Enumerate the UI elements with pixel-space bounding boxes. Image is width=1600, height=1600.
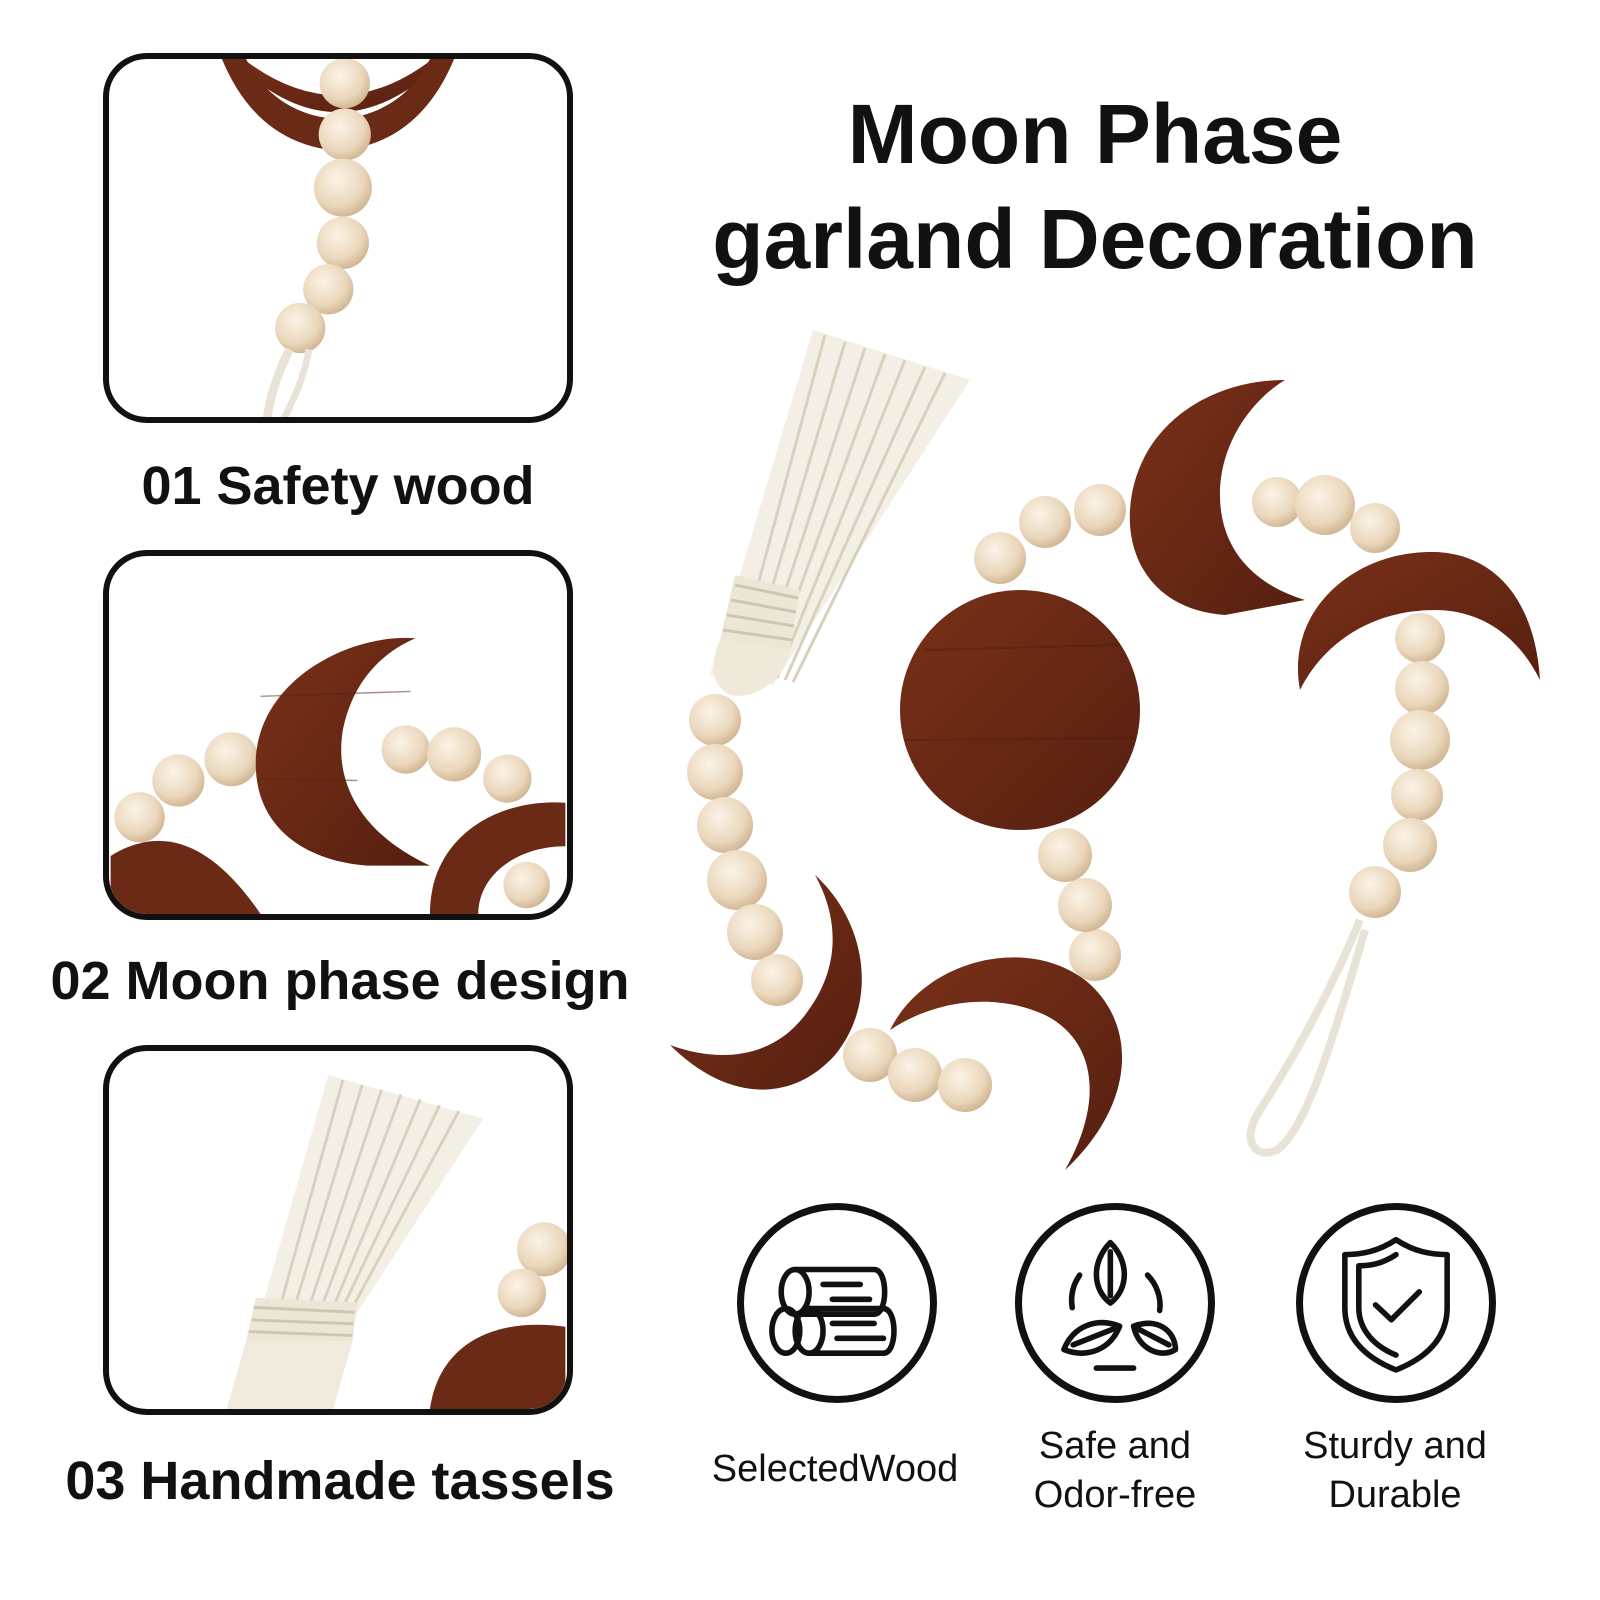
feature-label-durable: Sturdy and Durable bbox=[1270, 1422, 1520, 1521]
panel-caption-tassels: 03 Handmade tassels bbox=[65, 1451, 615, 1511]
panel-caption-moon-phase: 02 Moon phase design bbox=[50, 951, 630, 1011]
garland-product-image bbox=[665, 320, 1565, 1190]
moon-phase-closeup-image bbox=[110, 637, 566, 914]
safety-wood-closeup-image bbox=[221, 59, 455, 417]
feature-label-wood-line1: SelectedWood bbox=[711, 1448, 959, 1490]
feature-circle-durable bbox=[1296, 1203, 1496, 1403]
detail-panel-safety-wood bbox=[103, 53, 573, 423]
feature-label-safe-line2: Odor-free bbox=[1033, 1474, 1197, 1517]
detail-panel-moon-phase bbox=[103, 550, 573, 920]
shield-check-icon bbox=[1342, 1236, 1450, 1373]
feature-label-safe-line1: Safe and bbox=[1038, 1425, 1192, 1467]
wood-logs-icon bbox=[769, 1266, 897, 1357]
panel-caption-safety-wood: 01 Safety wood bbox=[141, 456, 535, 516]
feature-label-safe: Safe and Odor-free bbox=[990, 1422, 1240, 1521]
page-title-line-2: garland Decoration bbox=[712, 192, 1478, 286]
feature-label-durable-line1: Sturdy and bbox=[1303, 1425, 1487, 1467]
feature-circle-safe bbox=[1015, 1203, 1215, 1403]
page-title-line-1: Moon Phase bbox=[847, 87, 1343, 181]
feature-label-wood: SelectedWood bbox=[690, 1445, 980, 1494]
feature-label-durable-line2: Durable bbox=[1328, 1474, 1462, 1517]
detail-panel-tassels bbox=[103, 1045, 573, 1415]
recycle-leaves-icon bbox=[1061, 1239, 1179, 1371]
feature-circle-wood bbox=[737, 1203, 937, 1403]
tassel-closeup-image bbox=[226, 1075, 567, 1409]
